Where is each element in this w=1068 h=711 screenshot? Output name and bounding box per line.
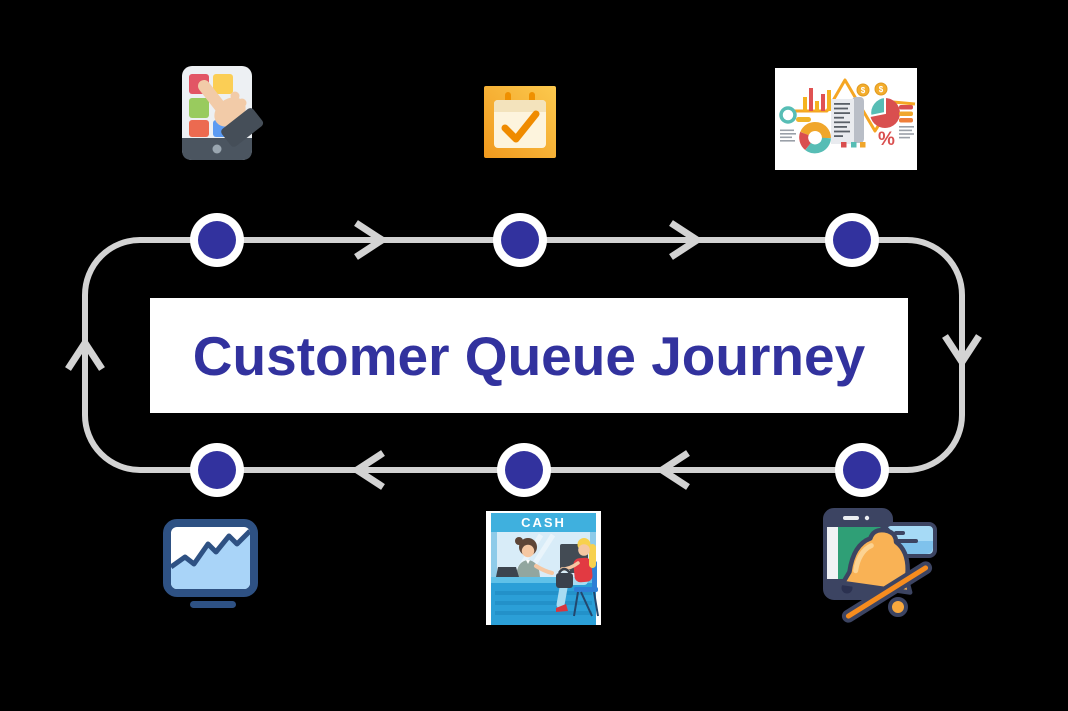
customer-person [556,538,596,612]
analytics-report-icon: $ $ % [775,68,917,170]
arrow-left-icon [350,450,385,490]
title-box: Customer Queue Journey [150,298,908,413]
stats-monitor-icon [163,519,258,608]
journey-nodes [190,213,889,497]
journey-node [493,213,547,267]
arrow-down-icon [942,334,982,369]
app-tile-green [189,98,209,118]
legend-squares [841,142,866,148]
calendar-check-icon [484,86,556,158]
cash-sign [491,513,596,532]
bar-chart [803,88,831,111]
loop-outline [82,237,965,473]
arrow-up-icon [65,336,105,371]
document [831,99,854,144]
sleeve [221,108,264,147]
handbag [556,573,573,588]
area-fill [171,531,250,589]
journey-node [497,443,551,497]
cash-sign-label: CASH [521,515,566,530]
home-button [212,144,222,154]
page-title: Customer Queue Journey [192,324,866,387]
arrow-right-icon [669,220,704,260]
dollar-coins: $ $ [856,82,888,97]
svg-text:$: $ [879,85,884,94]
journey-loop-path [65,220,982,490]
bell-bar [841,561,933,623]
donut-chart [799,121,832,154]
bell-clapper [888,597,908,617]
mobile-app-selection-icon [182,66,264,160]
magnifier-icon [779,106,811,124]
monitor-stand [190,601,236,608]
chart-line [171,529,250,570]
journey-node [190,213,244,267]
counter-top [491,577,596,583]
arrow-left-icon [655,450,690,490]
pie-chart [869,95,900,128]
pointing-hand [198,80,264,147]
journey-node [190,443,244,497]
notification-bell [840,526,913,595]
phone-notification-bell-icon [823,508,937,623]
cash-counter-icon: CASH [486,511,601,625]
arrow-right-icon [354,220,389,260]
text-lines [780,126,914,142]
cashier-person [515,537,554,577]
journey-node [835,443,889,497]
app-tile-yellow [213,74,233,94]
till [496,567,519,577]
percent-symbol: % [878,129,895,150]
checkmark [501,110,540,143]
journey-node [825,213,879,267]
chair [573,561,599,617]
svg-text:$: $ [861,86,866,95]
stacked-bars [899,105,913,123]
app-tile-orange [189,120,209,137]
